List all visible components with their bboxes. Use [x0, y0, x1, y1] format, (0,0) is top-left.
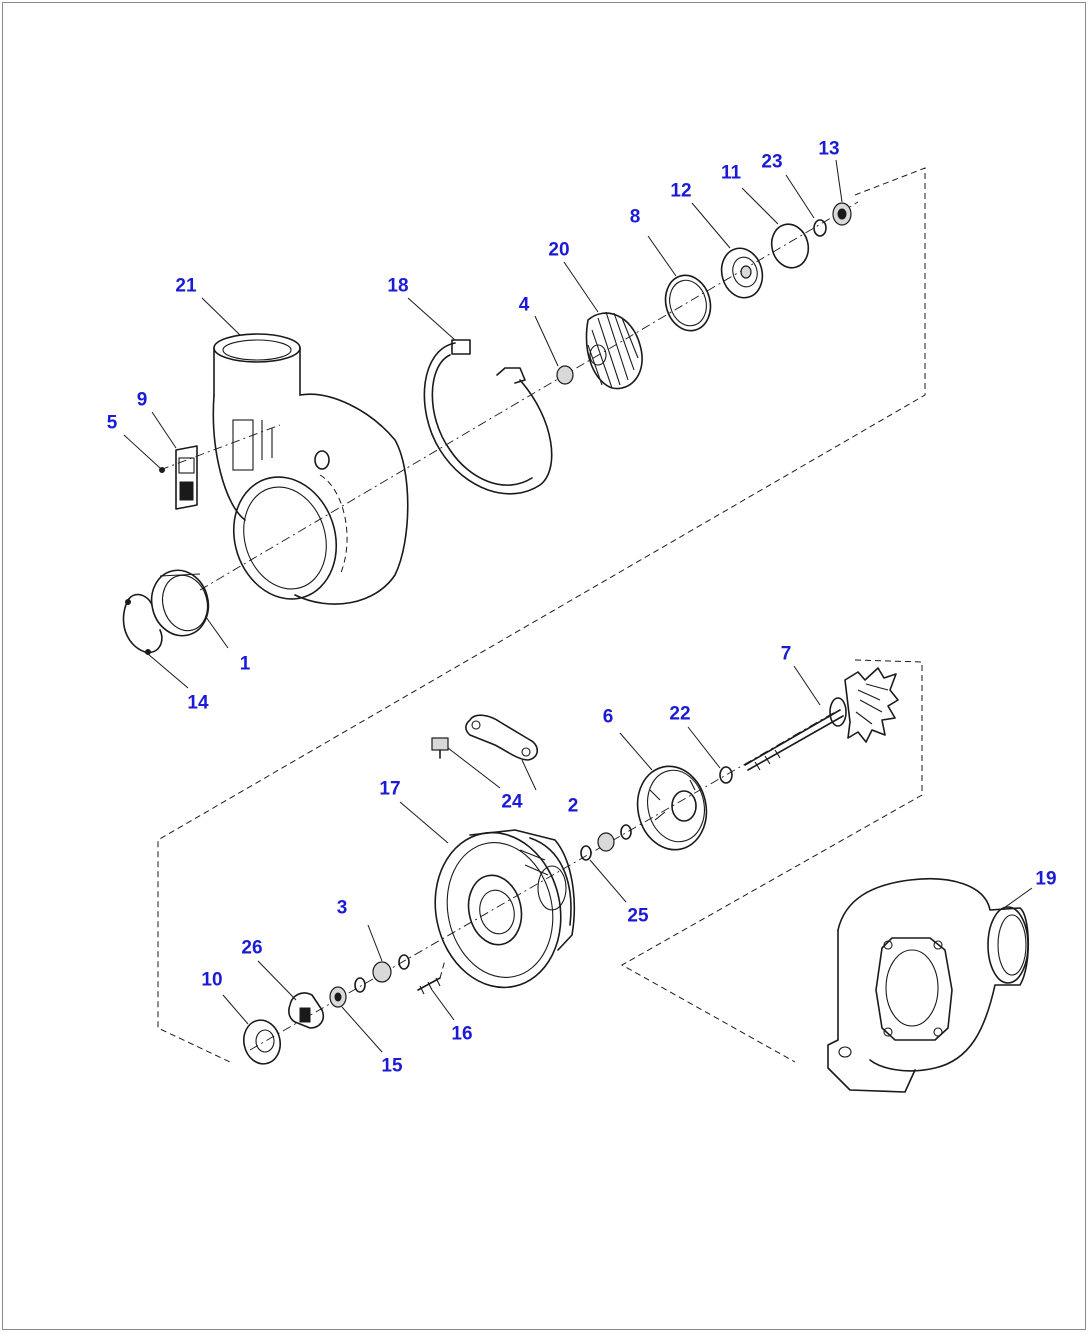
- ring: [150, 569, 210, 637]
- callout-18: 18: [387, 275, 409, 297]
- callout-26: 26: [241, 937, 263, 959]
- collar-15: [329, 986, 347, 1008]
- thrust-bearing-26: [288, 992, 325, 1029]
- snap-ring: [122, 593, 163, 655]
- seal-plate: [720, 247, 764, 299]
- callout-6: 6: [602, 706, 614, 728]
- callout-7: 7: [780, 643, 792, 665]
- callout-9: 9: [136, 389, 148, 411]
- callout-3: 3: [336, 897, 348, 919]
- callout-23: 23: [761, 151, 783, 173]
- center-housing: [434, 829, 576, 989]
- v-band-clamp: [423, 339, 553, 495]
- callout-17: 17: [379, 778, 401, 800]
- compressor-cover: [212, 333, 409, 605]
- ring-22: [719, 766, 733, 784]
- turbine-housing: [827, 877, 1030, 1093]
- leader-lines: [123, 159, 1033, 1053]
- o-ring-11: [770, 223, 810, 269]
- callout-21: 21: [175, 275, 197, 297]
- nut-4: [556, 365, 574, 385]
- compressor-wheel: [585, 311, 643, 390]
- thrust-plate: [636, 765, 708, 851]
- callout-8: 8: [629, 206, 641, 228]
- callout-12: 12: [670, 180, 692, 202]
- callout-4: 4: [518, 294, 530, 316]
- snap-ring-8: [664, 274, 712, 332]
- ring-23: [813, 219, 827, 237]
- pin-16: [417, 959, 446, 995]
- callout-25: 25: [627, 905, 649, 927]
- callout-19: 19: [1035, 868, 1057, 890]
- callout-15: 15: [381, 1055, 403, 1077]
- callout-13: 13: [818, 138, 840, 160]
- callout-24: 24: [501, 791, 523, 813]
- callout-14: 14: [187, 692, 209, 714]
- center-axes: [159, 201, 859, 1051]
- callout-10: 10: [201, 969, 223, 991]
- turbine-shaft: [744, 667, 899, 771]
- assembly-boundary: [157, 167, 926, 1063]
- bearing-3: [354, 954, 410, 993]
- callout-22: 22: [669, 703, 691, 725]
- callout-2: 2: [567, 795, 579, 817]
- nut-13: [832, 202, 852, 226]
- collar-25: [580, 824, 632, 861]
- screw: [159, 467, 165, 473]
- nameplate: [175, 445, 198, 510]
- callout-5: 5: [106, 412, 118, 434]
- callout-16: 16: [451, 1023, 473, 1045]
- bolt-24: [431, 737, 449, 759]
- callout-20: 20: [548, 239, 570, 261]
- callout-1: 1: [239, 653, 251, 675]
- washer-10: [243, 1019, 281, 1065]
- callout-11: 11: [720, 162, 742, 184]
- plate-2: [465, 714, 539, 761]
